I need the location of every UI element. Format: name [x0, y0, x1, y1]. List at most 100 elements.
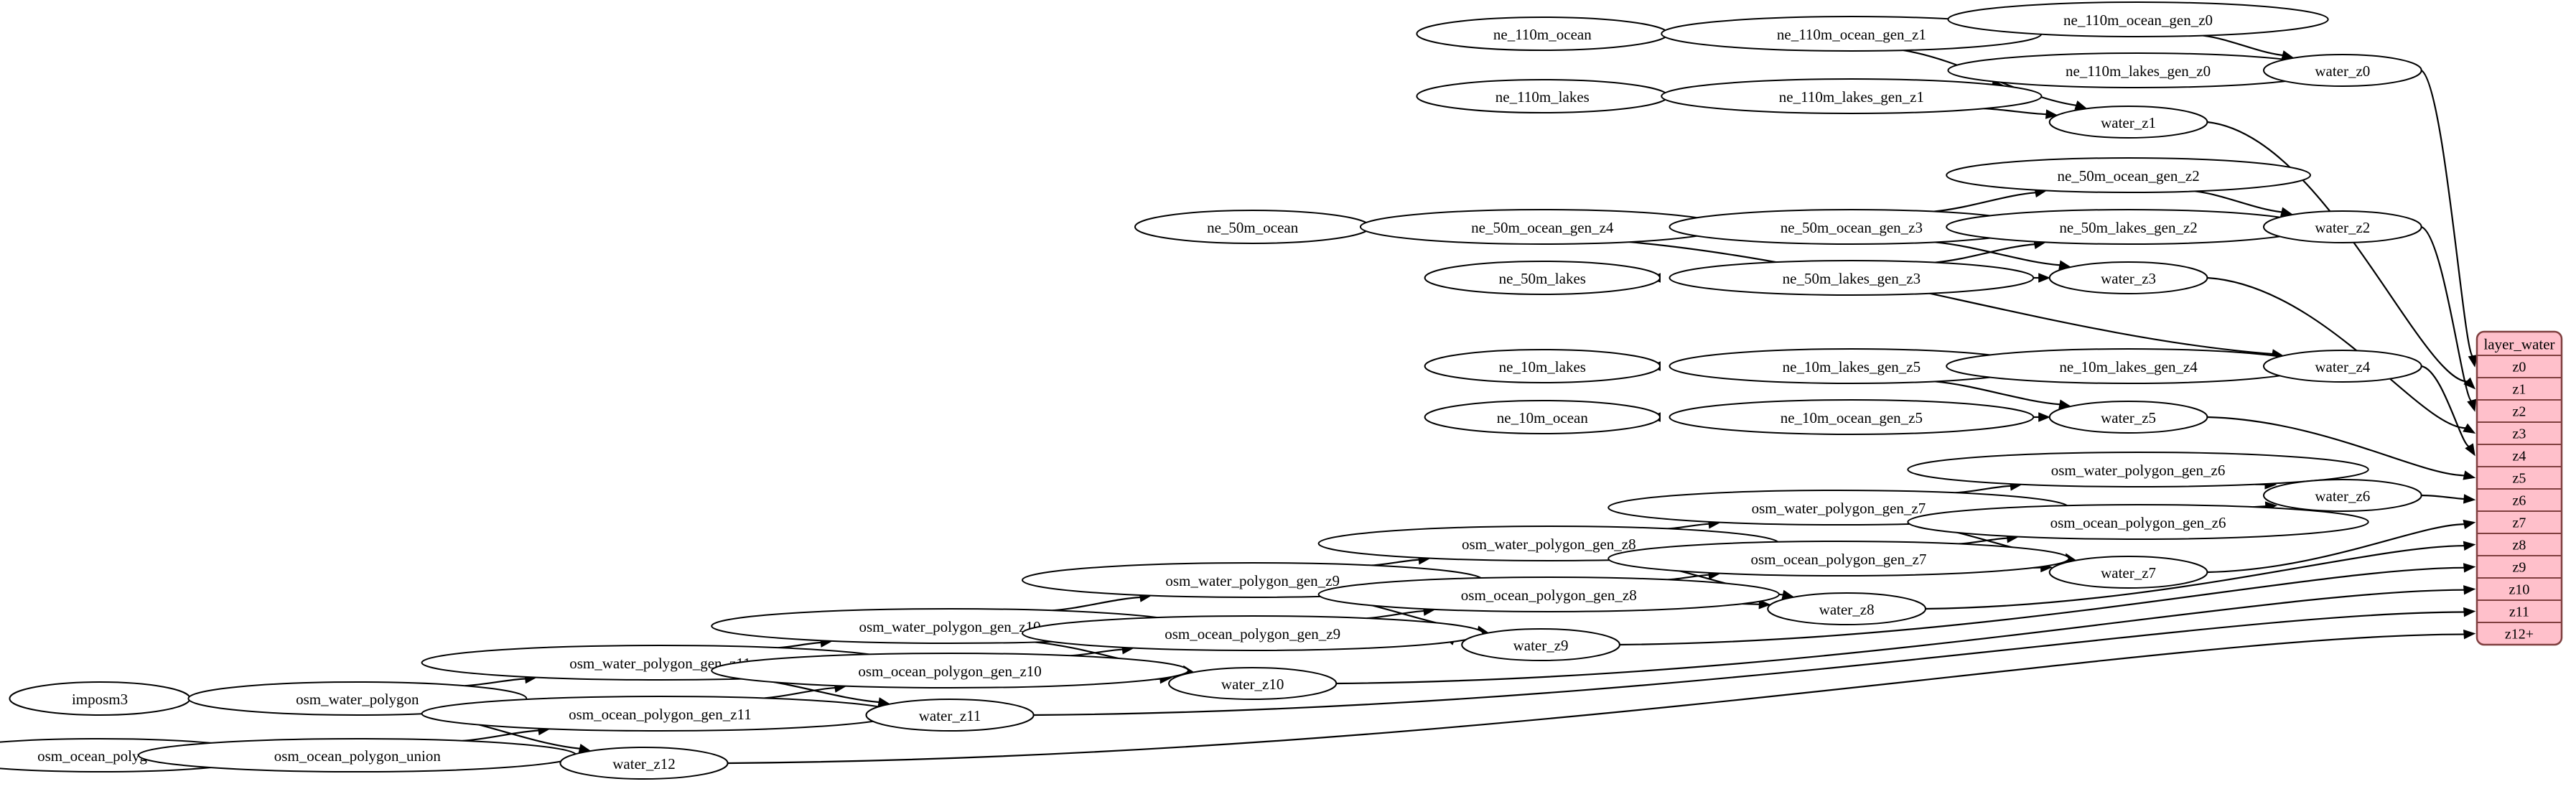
edge — [1629, 241, 2274, 355]
edge-arrowhead — [2038, 273, 2051, 283]
graph-node-water_z3[interactable]: water_z3 — [2048, 261, 2208, 294]
graph-node-ne_50m_lakes[interactable]: ne_50m_lakes — [1424, 261, 1661, 295]
table-row-cell-z9[interactable] — [2477, 555, 2562, 579]
edge — [1933, 192, 2037, 213]
edge-arrowhead — [2463, 519, 2476, 530]
edge — [1070, 648, 1124, 657]
graph-node-osm_ocean_polygon_gen_z9[interactable]: osm_ocean_polygon_gen_z9 — [1021, 615, 1484, 651]
edge-arrowhead — [2465, 443, 2475, 457]
graph-node-water_z11[interactable]: water_z11 — [865, 699, 1035, 732]
graph-node-ne_110m_ocean_gen_z0[interactable]: ne_110m_ocean_gen_z0 — [1947, 1, 2329, 37]
edge-arrowhead — [1758, 599, 1771, 610]
graph-node-ne_10m_lakes[interactable]: ne_10m_lakes — [1424, 349, 1661, 383]
graph-node-ne_10m_ocean[interactable]: ne_10m_ocean — [1424, 400, 1661, 434]
table-row-cell-z4[interactable] — [2477, 444, 2562, 467]
edge-arrowhead — [2463, 629, 2476, 640]
graph-node-water_z9[interactable]: water_z9 — [1461, 628, 1620, 661]
table-row-label-z6: z6 — [2513, 493, 2526, 509]
graph-node-water_z1[interactable]: water_z1 — [2048, 106, 2208, 139]
edge — [1052, 596, 1142, 612]
graph-node-water_z8[interactable]: water_z8 — [1767, 592, 1927, 625]
graph-node-water_z6[interactable]: water_z6 — [2262, 479, 2422, 512]
graph-node-water_z4[interactable]: water_z4 — [2262, 350, 2422, 383]
table-row-label-z8: z8 — [2513, 538, 2526, 554]
table-outline — [2475, 330, 2563, 646]
graph-node-osm_ocean_polygon_gen_z10[interactable]: osm_ocean_polygon_gen_z10 — [711, 653, 1189, 688]
node-ellipse — [9, 681, 191, 716]
graph-node-osm_ocean_polygon_gen_z11[interactable]: osm_ocean_polygon_gen_z11 — [421, 696, 900, 732]
table-row-label-z3: z3 — [2513, 426, 2526, 442]
node-ellipse — [1607, 541, 2070, 576]
node-ellipse — [1317, 576, 1780, 612]
layer-water-table: layer_waterz0z1z2z3z4z5z6z7z8z9z10z11z12… — [2475, 330, 2563, 646]
edge — [1371, 559, 1420, 566]
node-ellipse — [2048, 261, 2208, 294]
table-row-cell-z12+[interactable] — [2477, 622, 2562, 645]
table-row-label-z11: z11 — [2509, 604, 2529, 620]
node-ellipse — [1168, 667, 1338, 700]
edge — [727, 633, 2465, 765]
graph-node-water_z12[interactable]: water_z12 — [559, 747, 729, 780]
node-ellipse — [1461, 628, 1620, 661]
edge-arrowhead — [2463, 470, 2476, 480]
node-ellipse — [1946, 348, 2311, 384]
node-ellipse — [1947, 1, 2329, 37]
graph-node-imposm3[interactable]: imposm3 — [9, 681, 191, 716]
node-ellipse — [711, 653, 1189, 688]
edge — [1926, 545, 2465, 610]
edge-arrowhead — [2467, 398, 2477, 412]
graph-node-water_z0[interactable]: water_z0 — [2262, 54, 2422, 87]
graph-node-osm_ocean_polygon_gen_z6[interactable]: osm_ocean_polygon_gen_z6 — [1907, 504, 2369, 540]
node-ellipse — [1946, 157, 2311, 193]
edge-arrowhead — [2463, 423, 2476, 434]
table-row-cell-z2[interactable] — [2477, 399, 2562, 423]
graph-node-ne_110m_lakes_gen_z1[interactable]: ne_110m_lakes_gen_z1 — [1661, 78, 2043, 114]
graph-node-ne_10m_lakes_gen_z4[interactable]: ne_10m_lakes_gen_z4 — [1946, 348, 2311, 384]
graph-node-ne_110m_lakes[interactable]: ne_110m_lakes — [1416, 79, 1669, 113]
edge — [462, 729, 540, 742]
node-ellipse — [1669, 260, 2035, 296]
node-ellipse — [1907, 452, 2369, 487]
node-ellipse — [1661, 78, 2043, 114]
edge — [2421, 365, 2470, 448]
graph-node-ne_50m_ocean_gen_z2[interactable]: ne_50m_ocean_gen_z2 — [1946, 157, 2311, 193]
edge-arrowhead — [2463, 541, 2476, 551]
edge — [2207, 416, 2465, 477]
graph-node-ne_10m_ocean_gen_z5[interactable]: ne_10m_ocean_gen_z5 — [1669, 399, 2035, 435]
graph-node-ne_50m_ocean[interactable]: ne_50m_ocean — [1134, 210, 1371, 244]
node-ellipse — [1424, 400, 1661, 434]
table-header-label: layer_water — [2483, 336, 2554, 353]
node-ellipse — [137, 738, 577, 772]
edge — [764, 686, 836, 699]
graph-node-osm_ocean_polygon_gen_z7[interactable]: osm_ocean_polygon_gen_z7 — [1607, 541, 2070, 576]
node-ellipse — [2262, 54, 2422, 87]
edge — [1984, 108, 2048, 116]
edge-arrowhead — [2463, 494, 2476, 504]
node-ellipse — [1416, 79, 1669, 113]
graph-node-ne_110m_ocean[interactable]: ne_110m_ocean — [1416, 17, 1669, 51]
graph-node-water_z7[interactable]: water_z7 — [2048, 556, 2208, 589]
node-ellipse — [2048, 106, 2208, 139]
graph-node-water_z10[interactable]: water_z10 — [1168, 667, 1338, 700]
edge — [1668, 523, 1710, 530]
graph-node-water_z5[interactable]: water_z5 — [2048, 401, 2208, 434]
graph-node-osm_ocean_polygon_union[interactable]: osm_ocean_polygon_union — [137, 738, 577, 772]
edge-arrowhead — [2045, 109, 2058, 119]
graph-node-water_z2[interactable]: water_z2 — [2262, 210, 2422, 243]
table-row-cell-z6[interactable] — [2477, 488, 2562, 512]
node-ellipse — [865, 699, 1035, 732]
edge-arrowhead — [2038, 412, 2051, 422]
edge — [1955, 485, 2012, 494]
edge-arrowhead — [2463, 607, 2476, 617]
graph-node-ne_50m_lakes_gen_z2[interactable]: ne_50m_lakes_gen_z2 — [1946, 209, 2311, 245]
edge — [2203, 34, 2284, 57]
table-row-label-z9: z9 — [2513, 560, 2526, 576]
edge — [2207, 523, 2465, 574]
table-row-cell-z1[interactable] — [2477, 377, 2562, 401]
edge — [2421, 225, 2473, 403]
table-row-cell-z5[interactable] — [2477, 466, 2562, 490]
graph-node-ne_50m_lakes_gen_z3[interactable]: ne_50m_lakes_gen_z3 — [1669, 260, 2035, 296]
edge — [1934, 241, 2061, 266]
graph-node-osm_ocean_polygon_gen_z8[interactable]: osm_ocean_polygon_gen_z8 — [1317, 576, 1780, 612]
